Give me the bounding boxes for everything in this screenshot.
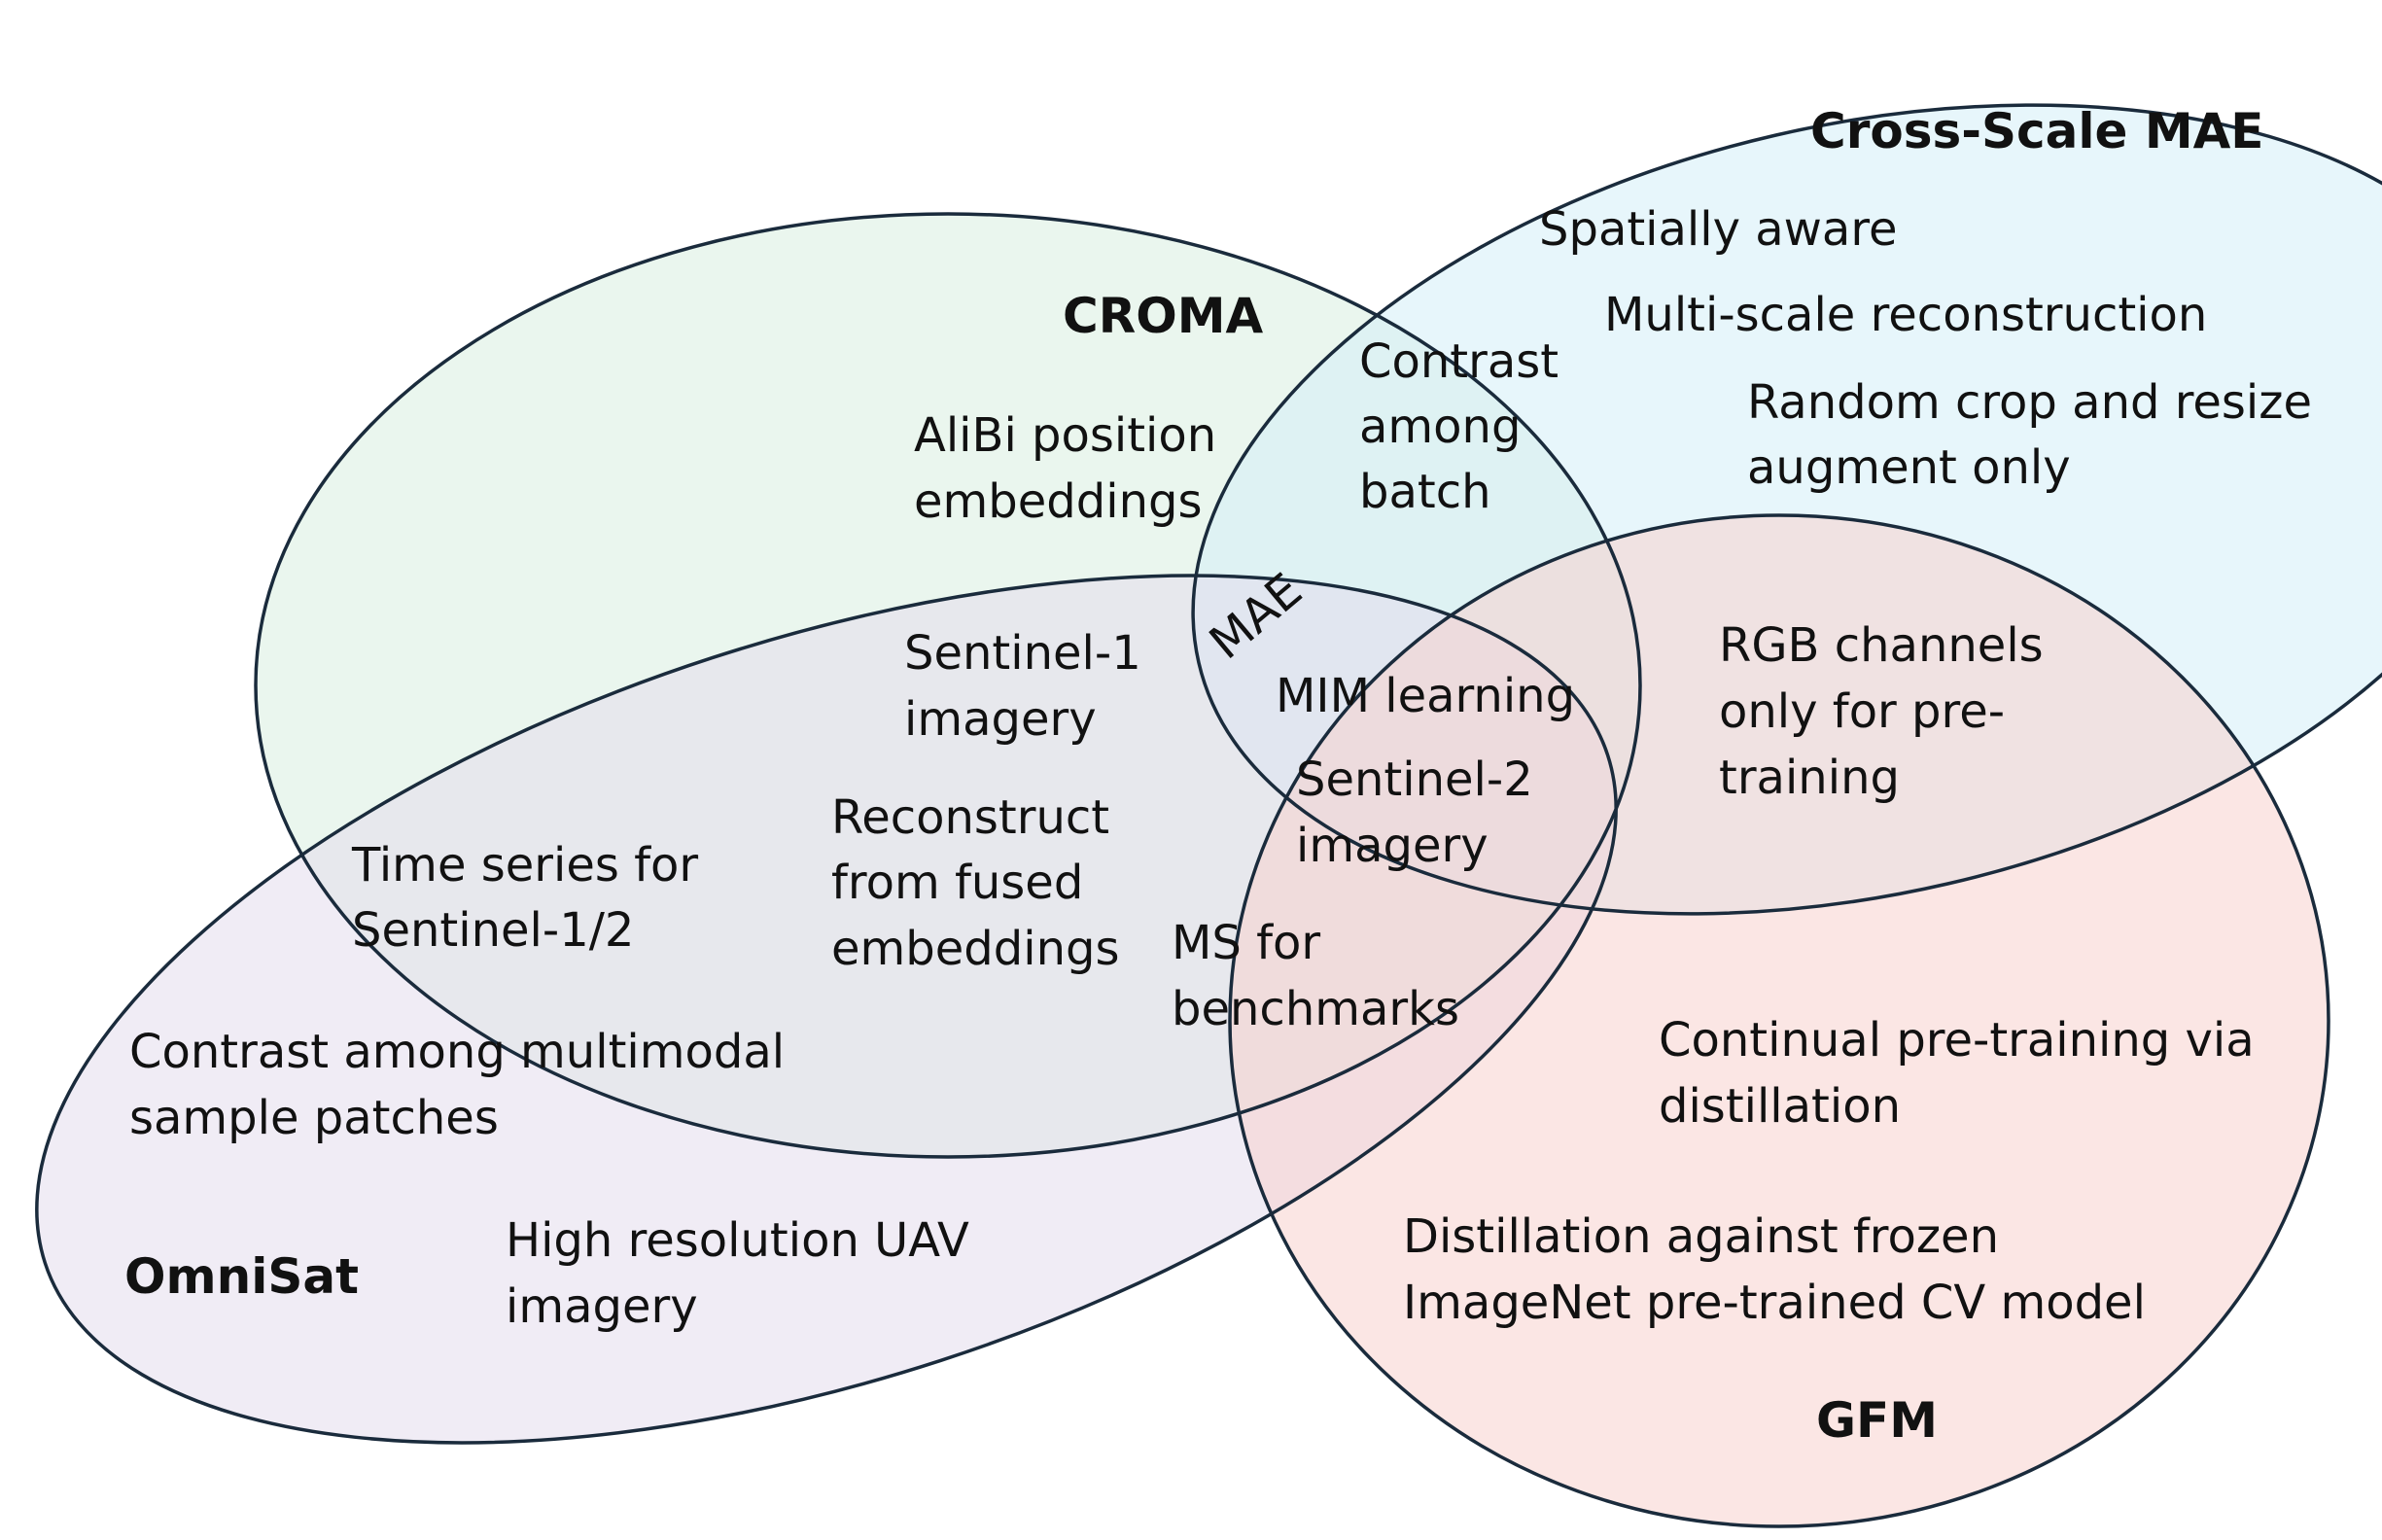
random-crop-line-1: Random crop and resize [1747,375,2312,430]
ms-line-2: benchmarks [1172,982,1459,1036]
uav-label: High resolution UAV imagery [506,1213,984,1334]
time-series-line-2: Sentinel-1/2 [352,903,634,958]
continual-line-2: distillation [1659,1079,1901,1134]
sentinel-1-line-1: Sentinel-1 [904,626,1141,681]
continual-line-1: Continual pre-training via [1659,1013,2255,1068]
alibi-line-1: AliBi position [914,408,1216,463]
spatially-aware-label: Spatially aware [1539,202,1898,257]
contrast-multimodal-line-2: sample patches [129,1091,499,1145]
mim-learning-label: MIM learning [1276,669,1575,723]
sentinel-1-label: Sentinel-1 imagery [904,626,1156,747]
alibi-label: AliBi position embeddings [914,408,1231,529]
ms-benchmarks-label: MS for benchmarks [1172,916,1459,1036]
uav-line-2: imagery [506,1279,698,1334]
distillation-line-1: Distillation against frozen [1403,1209,1999,1264]
omnisat-set-outline [35,574,1618,1445]
random-crop-label: Random crop and resize augment only [1747,375,2327,495]
cross-scale-mae-title: Cross-Scale MAE [1810,103,2263,159]
gfm-title: GFM [1816,1392,1938,1449]
sentinel-1-line-2: imagery [904,692,1097,747]
random-crop-line-2: augment only [1747,440,2071,495]
time-series-label: Time series for Sentinel-1/2 [351,838,713,958]
croma-set-outline [254,212,1642,1159]
sentinel-2-label: Sentinel-2 imagery [1296,752,1548,873]
uav-line-1: High resolution UAV [506,1213,969,1268]
reconstruct-line-2: from fused [831,856,1083,910]
ms-line-1: MS for [1172,916,1320,970]
distillation-label: Distillation against frozen ImageNet pre… [1403,1209,2146,1330]
reconstruct-label: Reconstruct from fused embeddings [831,790,1124,976]
sentinel-2-line-2: imagery [1296,819,1489,873]
omnisat-set-fill [36,576,1617,1443]
alibi-line-2: embeddings [914,474,1202,529]
contrast-batch-line-3: batch [1359,465,1491,519]
gfm-set-outline [1228,513,2330,1528]
contrast-batch-line-2: among [1359,400,1521,454]
croma-title: CROMA [1063,288,1263,344]
contrast-batch-line-1: Contrast [1359,334,1559,389]
reconstruct-line-1: Reconstruct [831,790,1109,845]
cross-scale-mae-set-outline [1191,103,2382,916]
sentinel-2-line-1: Sentinel-2 [1296,752,1533,807]
rgb-line-3: training [1719,751,1900,805]
contrast-multimodal-label: Contrast among multimodal sample patches [129,1025,799,1145]
continual-label: Continual pre-training via distillation [1659,1013,2269,1134]
omnisat-title: OmniSat [124,1248,359,1305]
contrast-multimodal-line-1: Contrast among multimodal [129,1025,785,1079]
contrast-batch-label: Contrast among batch [1359,334,1573,519]
time-series-line-1: Time series for [351,838,698,892]
gfm-set-fill [1230,515,2329,1526]
distillation-line-2: ImageNet pre-trained CV model [1403,1276,2146,1330]
reconstruct-line-3: embeddings [831,922,1119,976]
rgb-line-1: RGB channels [1719,618,2044,673]
rgb-line-2: only for pre- [1719,684,2005,739]
rgb-channels-label: RGB channels only for pre- training [1719,618,2058,805]
multi-scale-label: Multi-scale reconstruction [1604,288,2207,342]
